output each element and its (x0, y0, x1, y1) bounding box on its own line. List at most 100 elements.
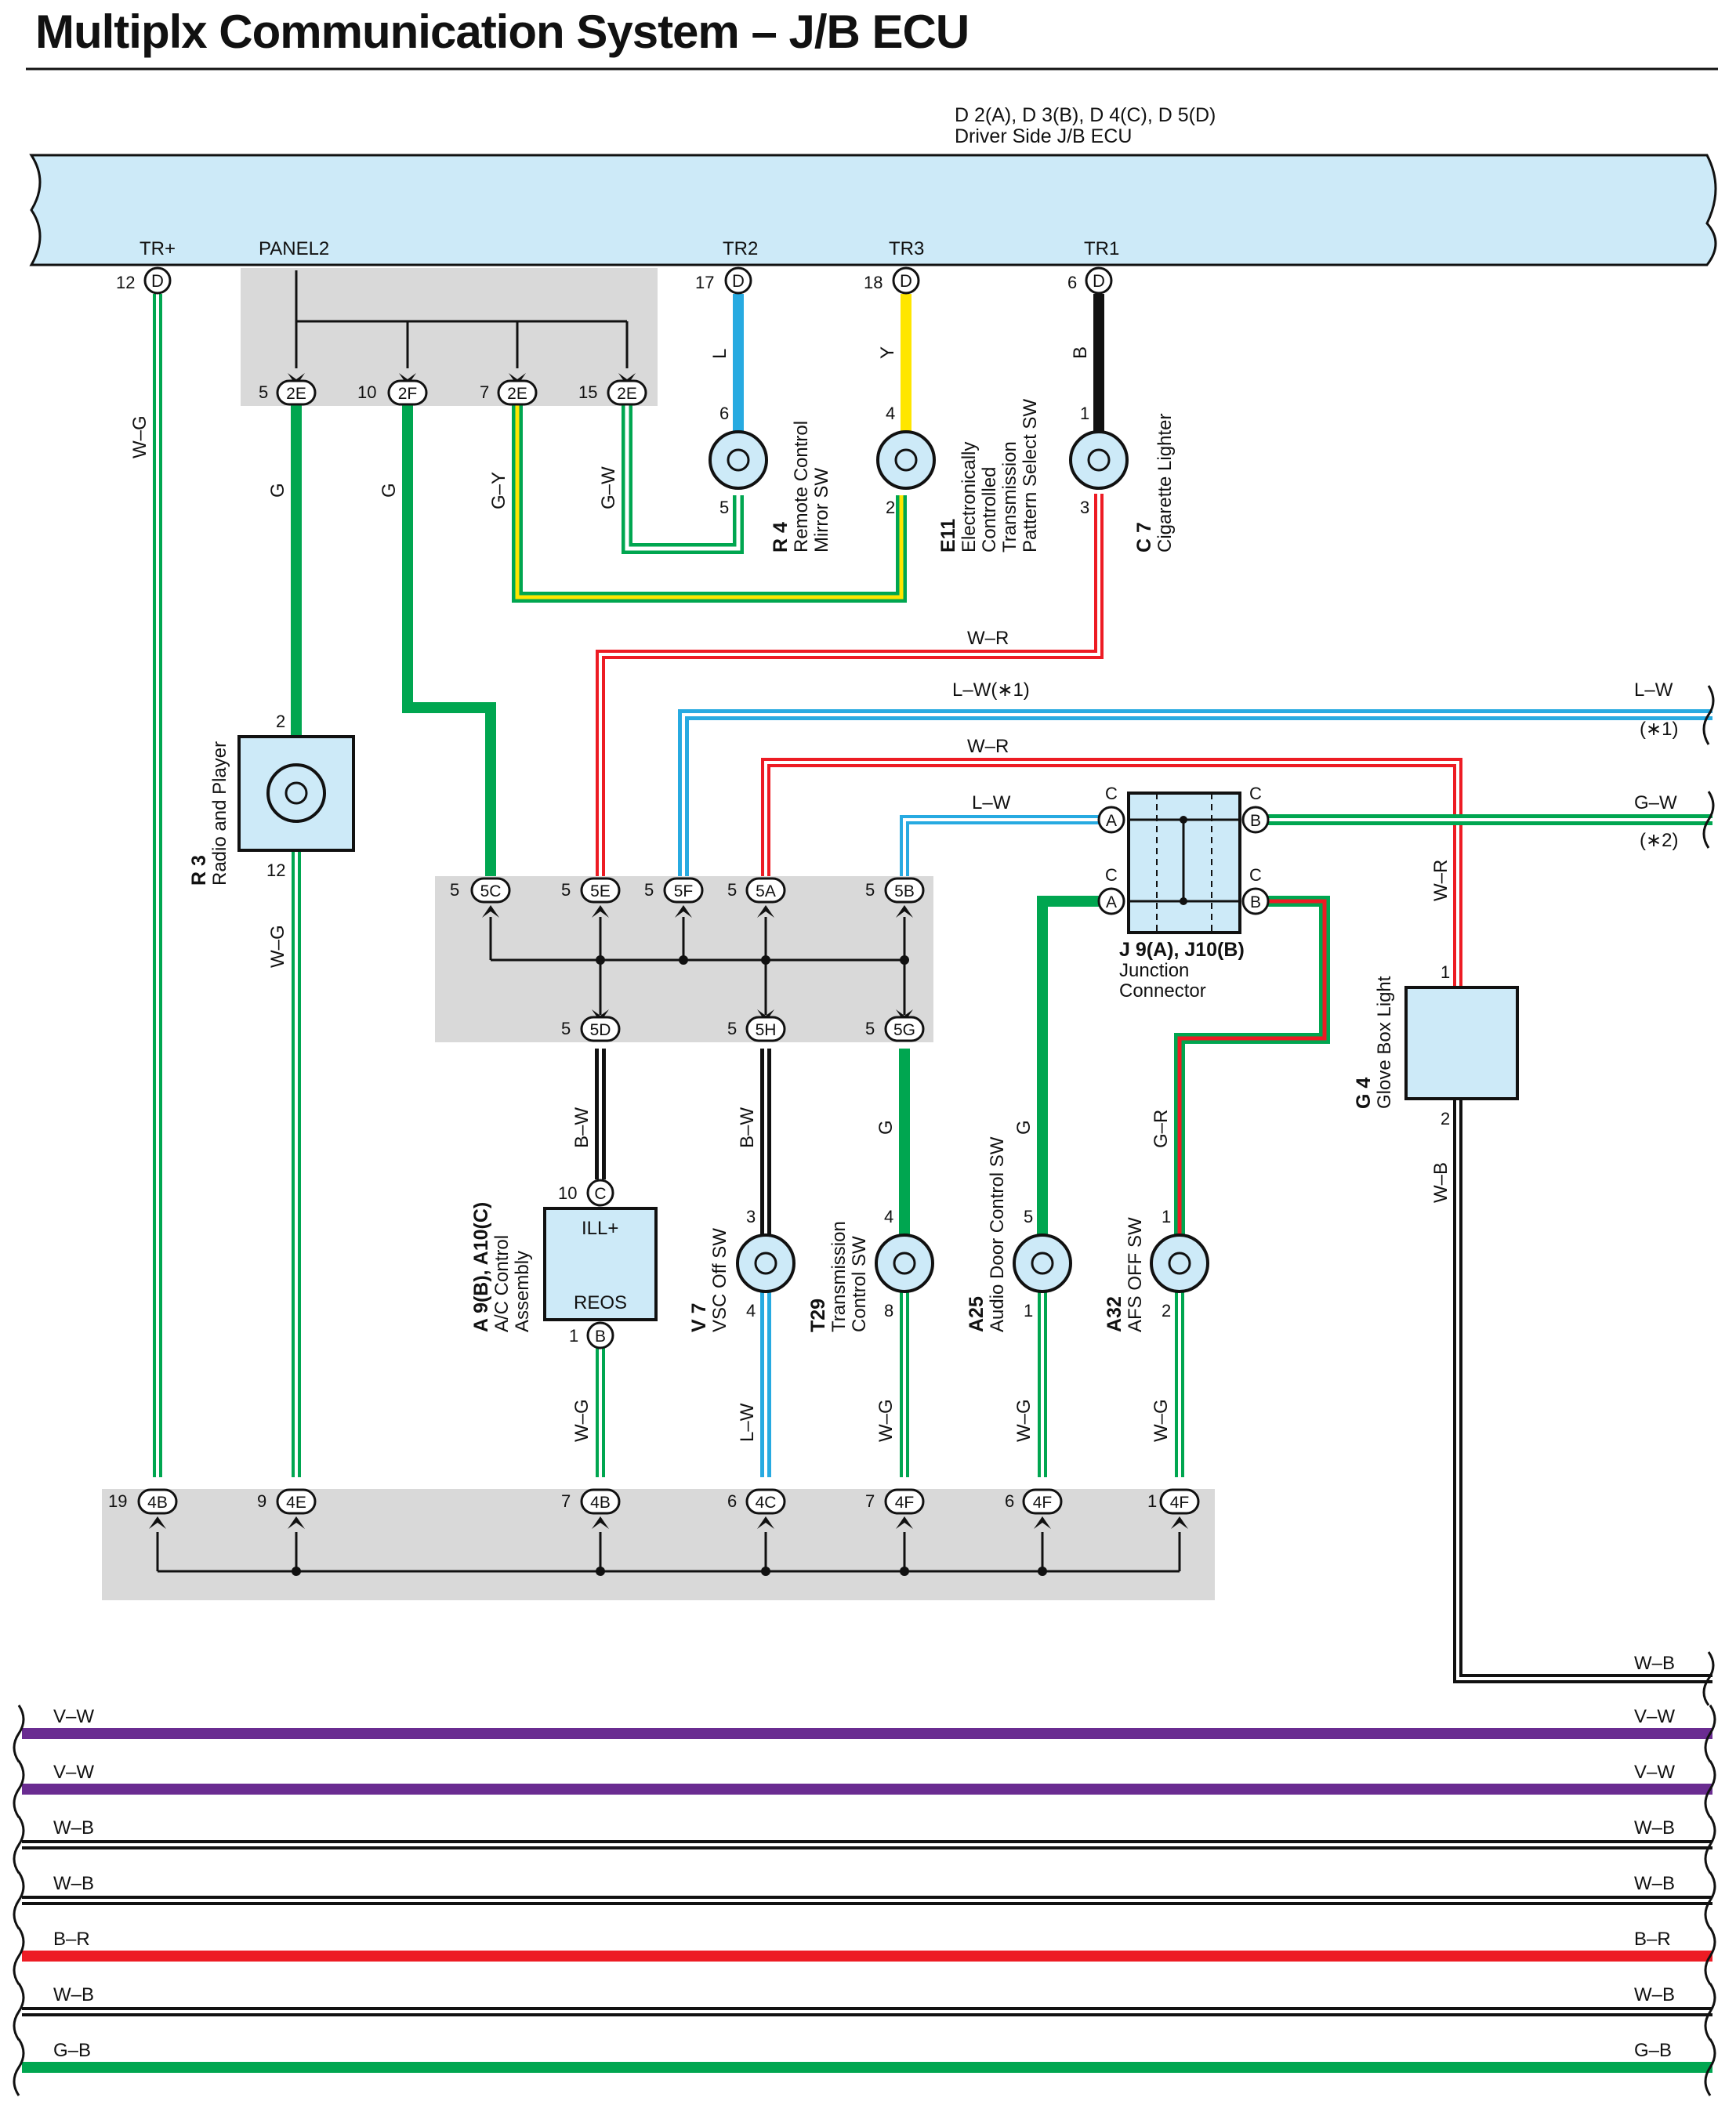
lbl-g1: G (267, 483, 288, 498)
bot-conn-3: 4B (580, 1488, 621, 1529)
svg-text:4B: 4B (590, 1494, 611, 1512)
svg-text:R 3: R 3 (188, 855, 210, 886)
svg-text:4E: 4E (286, 1494, 306, 1512)
wire-break-mark (1704, 2038, 1716, 2096)
svg-text:T29: T29 (807, 1299, 829, 1332)
svg-text:5D: 5D (590, 1021, 611, 1039)
mid-in-num-5: 5 (865, 880, 875, 900)
lbl-g-t29: G (875, 1120, 897, 1135)
svg-text:E11: E11 (937, 519, 959, 552)
svg-text:5G: 5G (893, 1021, 915, 1039)
pin-label-tr2: TR2 (723, 238, 758, 259)
svg-text:5A: 5A (756, 882, 776, 900)
break-marks (1702, 685, 1715, 1706)
r4-pin-bot: 5 (719, 498, 729, 517)
bottom-junction-dots (292, 1567, 1047, 1576)
svg-text:Glove Box Light: Glove Box Light (1374, 976, 1395, 1109)
lbl-g2: G (379, 483, 400, 498)
c7-pin-top: 1 (1080, 404, 1089, 423)
svg-text:Electronically: Electronically (959, 442, 980, 552)
svg-text:A25: A25 (966, 1296, 988, 1332)
wire-g-r (1174, 896, 1330, 1240)
bottom-wire-left-label: W–B (53, 1984, 94, 2005)
r3-pin-top: 2 (276, 712, 285, 731)
r3-pin-bot: 12 (266, 860, 285, 880)
svg-text:5E: 5E (590, 882, 611, 900)
svg-text:D: D (900, 271, 912, 291)
lbl-tr1: B (1070, 346, 1091, 359)
switch-r4 (709, 430, 768, 490)
svg-text:2E: 2E (617, 385, 637, 403)
wire-break-mark (13, 1704, 25, 1762)
lbl-gw: G–W (598, 466, 619, 509)
bot-num-7: 1 (1147, 1491, 1157, 1511)
lbl-wg-t29: W–G (875, 1399, 897, 1442)
wire-break-mark (13, 2038, 25, 2096)
r3-label: R 3 Radio and Player (188, 741, 230, 886)
mid-in-num-2: 5 (561, 880, 571, 900)
svg-text:G 4: G 4 (1353, 1078, 1375, 1109)
switch-t29 (875, 1234, 934, 1293)
svg-text:Pattern Select SW: Pattern Select SW (1020, 399, 1041, 552)
bottom-wire-left-label: W–B (53, 1873, 94, 1894)
bottom-wire-left-label: W–B (53, 1817, 94, 1838)
t29-pin-top: 4 (884, 1207, 893, 1226)
r4-label: R 4 Remote Control Mirror SW (770, 421, 832, 552)
ac-control-a9 (543, 1207, 658, 1321)
lbl-g-a25: G (1013, 1120, 1035, 1135)
svg-text:4B: 4B (147, 1494, 168, 1512)
svg-text:Transmission: Transmission (999, 441, 1020, 552)
radio-r3 (237, 735, 355, 852)
c7-label: C 7 Cigarette Lighter (1133, 414, 1176, 552)
bottom-wire-left-label: B–R (53, 1929, 90, 1950)
j9-letter-3: C (1105, 865, 1118, 885)
g4-pin-bot: 2 (1441, 1109, 1450, 1128)
wire-break-mark (13, 1927, 25, 1985)
ecu-body (29, 154, 1717, 266)
c7-pin-bot: 3 (1080, 498, 1089, 517)
mid-junction-dots (596, 955, 909, 965)
svg-text:Mirror SW: Mirror SW (811, 468, 832, 552)
a25-pin-bot: 1 (1024, 1301, 1033, 1320)
lbl-wr-vert: W–R (1430, 860, 1451, 901)
pin-label-tr3: TR3 (889, 238, 924, 259)
j9-pin-a-top: A (1097, 806, 1125, 834)
wire-break-mark (1704, 1760, 1716, 1818)
a9-pin-top: C (586, 1179, 614, 1207)
wire-g-w (622, 404, 744, 554)
bot-num-2: 9 (257, 1491, 266, 1511)
bot-conn-6: 4F (1022, 1488, 1063, 1529)
lbl-gw-note: (∗2) (1640, 830, 1678, 851)
svg-text:Cigarette Lighter: Cigarette Lighter (1154, 414, 1176, 552)
a25-pin-top: 5 (1024, 1207, 1033, 1226)
wire-l-w-j (900, 815, 1111, 876)
svg-text:5C: 5C (480, 882, 502, 900)
junction-connector-j9 (1127, 792, 1241, 934)
wire-break-mark (1704, 1816, 1716, 1874)
a9-ill: ILL+ (582, 1218, 618, 1239)
bot-num-1: 19 (108, 1491, 127, 1511)
j9-name2: Connector (1119, 980, 1206, 1002)
mid-conn-5h: 5H (745, 1009, 786, 1042)
v7-label: V 7 VSC Off SW (688, 1228, 730, 1332)
a32-pin-top: 1 (1162, 1207, 1171, 1226)
wire-l-w-1 (678, 709, 1712, 876)
j9-pin-b-bot: B (1241, 887, 1270, 915)
svg-text:AFS OFF SW: AFS OFF SW (1125, 1217, 1146, 1332)
pin-num-tr-plus: 12 (116, 273, 135, 292)
svg-text:C: C (594, 1185, 606, 1203)
lbl-lw-j: L–W (972, 792, 1011, 813)
mid-out-num-1: 5 (561, 1019, 571, 1038)
mid-in-num-3: 5 (644, 880, 654, 900)
mid-out-num-3: 5 (865, 1019, 875, 1038)
top-num-2: 10 (357, 382, 376, 402)
lbl-wb-g4: W–B (1430, 1162, 1451, 1203)
svg-text:B: B (1250, 812, 1261, 830)
e11-pin-top: 4 (886, 404, 895, 423)
mid-junction-bus (489, 917, 906, 1015)
a9-pin-bot-num: 1 (569, 1326, 578, 1346)
